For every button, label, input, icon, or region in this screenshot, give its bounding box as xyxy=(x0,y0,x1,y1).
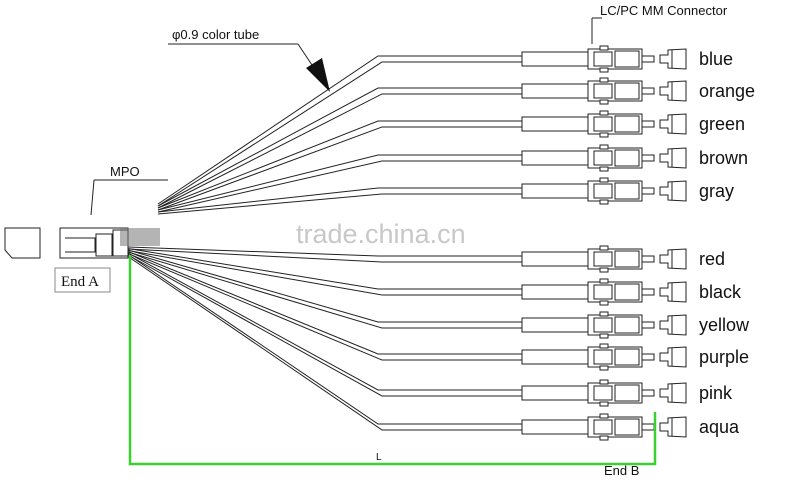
fiber-color-label: aqua xyxy=(699,417,740,437)
color-tube-callout: φ0.9 color tube xyxy=(168,27,330,92)
fiber-color-label: orange xyxy=(699,81,755,101)
lc-connector xyxy=(521,413,687,441)
fiber-color-label: purple xyxy=(699,347,749,367)
lc-connector xyxy=(521,45,687,73)
fiber-color-label: yellow xyxy=(699,315,750,335)
end-a-label: End A xyxy=(61,274,99,290)
lc-connector xyxy=(521,278,687,306)
fiber-color-label: brown xyxy=(699,148,748,168)
lc-connector xyxy=(521,77,687,105)
lc-connector xyxy=(521,379,687,407)
end-a-box: End A xyxy=(54,267,111,293)
mpo-label: MPO xyxy=(110,164,140,179)
fiber-red: red xyxy=(127,245,725,273)
fiber-yellow: yellow xyxy=(127,249,750,339)
fiber-group: blue orange green brown gray red black yellow pu… xyxy=(127,45,755,441)
connector-label: LC/PC MM Connector xyxy=(600,3,728,18)
fiber-color-label: gray xyxy=(699,181,734,201)
lc-connector xyxy=(521,177,687,205)
fiber-pink: pink xyxy=(127,252,733,407)
fiber-color-label: black xyxy=(699,282,742,302)
connector-callout: LC/PC MM Connector xyxy=(591,3,728,44)
lc-connector xyxy=(521,245,687,273)
watermark: trade.china.cn xyxy=(296,219,466,249)
fiber-green: green xyxy=(157,110,745,211)
fiber-aqua: aqua xyxy=(127,254,740,441)
fiber-color-label: green xyxy=(699,114,745,134)
end-b-label: End B xyxy=(604,463,639,478)
length-label: L xyxy=(376,452,382,463)
fiber-blue: blue xyxy=(157,45,733,207)
color-tube-label: φ0.9 color tube xyxy=(172,27,259,42)
lc-connector xyxy=(521,343,687,371)
fiber-color-label: red xyxy=(699,249,725,269)
fiber-brown: brown xyxy=(157,144,748,213)
lc-connector xyxy=(521,311,687,339)
fiber-gray: gray xyxy=(157,177,734,215)
lc-connector xyxy=(521,144,687,172)
length-dimension: L End B xyxy=(128,255,657,478)
mpo-connector xyxy=(4,227,160,259)
fiber-color-label: blue xyxy=(699,49,733,69)
fiber-purple: purple xyxy=(127,251,749,371)
fiber-black: black xyxy=(127,248,742,306)
mpo-callout: MPO xyxy=(90,164,168,216)
fiber-color-label: pink xyxy=(699,383,733,403)
fiber-orange: orange xyxy=(157,77,755,209)
lc-connector xyxy=(521,110,687,138)
